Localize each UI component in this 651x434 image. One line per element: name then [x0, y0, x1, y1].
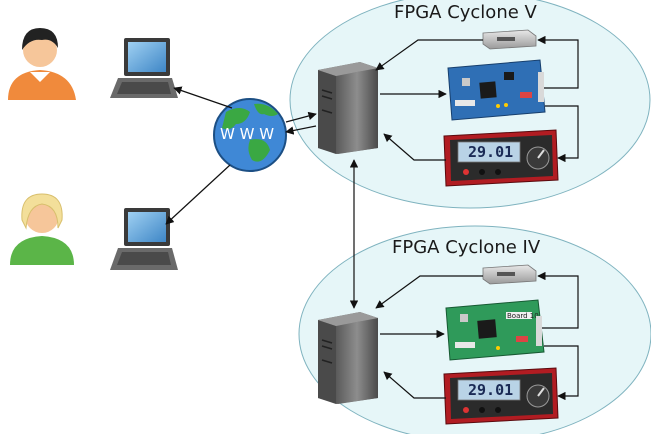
internet-globe-icon: W W W	[213, 98, 287, 172]
arrow-globe-to-laptop-top	[173, 86, 233, 109]
arrow-usb-to-server	[375, 39, 483, 71]
arrow-globe-server	[285, 111, 317, 123]
arrow-board-to-usb	[537, 271, 579, 329]
usb-programmer-bottom	[482, 264, 537, 285]
server-tower-bottom	[318, 312, 378, 404]
laptop-icon-top	[110, 38, 178, 98]
meter-reading: 29.01	[468, 381, 513, 399]
fpga-board-cyclone-iv: Board 10	[445, 299, 545, 361]
arrow-server-globe	[285, 125, 317, 135]
arrow-meter-to-server	[383, 371, 446, 399]
arrow-meter-to-server	[383, 133, 446, 161]
connections	[165, 35, 579, 401]
arrow-board-to-meter	[545, 105, 579, 163]
cluster-title: FPGA Cyclone V	[394, 2, 538, 23]
arrow-usb-to-server	[375, 275, 483, 309]
usb-programmer-top	[482, 29, 537, 50]
multimeter-bottom: 29.01	[443, 367, 559, 425]
cluster-title: FPGA Cyclone IV	[392, 237, 541, 258]
fpga-board-cyclone-v	[447, 59, 546, 121]
user-avatar-male	[8, 28, 76, 100]
user-avatar-female	[10, 193, 74, 265]
meter-reading: 29.01	[468, 143, 513, 161]
arrow-globe-to-laptop-bottom	[165, 164, 231, 225]
board-tag: Board 10	[507, 312, 539, 320]
globe-label: W W W	[220, 125, 274, 143]
laptop-icon-bottom	[110, 208, 178, 270]
multimeter-top: 29.01	[443, 129, 559, 187]
arrow-board-to-meter	[544, 345, 579, 401]
server-tower-top	[318, 62, 378, 154]
arrow-board-to-usb	[537, 35, 579, 89]
